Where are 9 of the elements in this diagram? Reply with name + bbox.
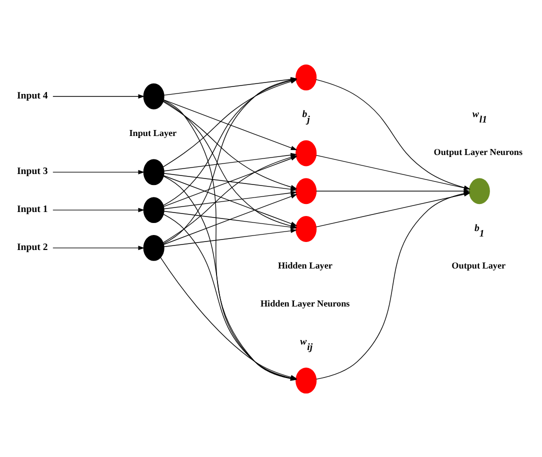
label: Hidden Layer Neurons <box>260 298 350 308</box>
label: Output Layer <box>452 260 506 270</box>
label: Output Layer Neurons <box>434 146 523 156</box>
label: Hidden Layer <box>278 260 332 270</box>
node-text: Input 3 <box>16 166 48 177</box>
node-text: Input 1 <box>16 203 48 214</box>
node-text: Input 4 <box>16 90 48 101</box>
node-text: Input 2 <box>16 241 48 252</box>
label: Input Layer <box>129 127 177 138</box>
